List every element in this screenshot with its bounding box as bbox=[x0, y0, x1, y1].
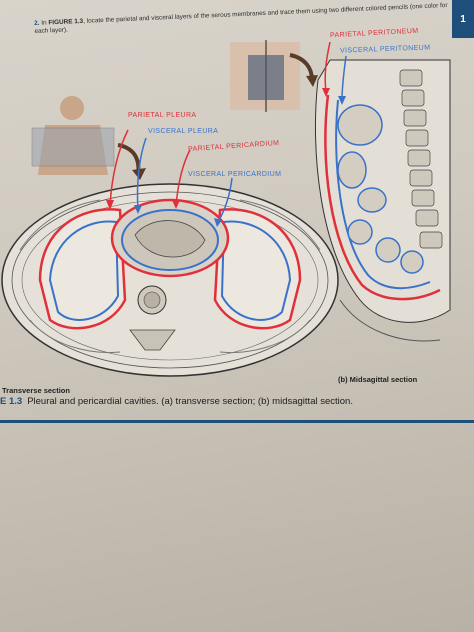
caption-transverse: Transverse section bbox=[2, 386, 70, 395]
chapter-tab: 1 bbox=[452, 0, 474, 38]
torso-thumbnail-left bbox=[31, 96, 146, 180]
label-visceral-pleura: VISCERAL PLEURA bbox=[148, 128, 219, 135]
figure-number: E 1.3 bbox=[0, 396, 23, 407]
caption-midsagittal: (b) Midsagittal section bbox=[338, 375, 418, 384]
label-parietal-pleura: PARIETAL PLEURA bbox=[128, 112, 197, 119]
figure-caption-text: Pleural and pericardial cavities. (a) tr… bbox=[27, 396, 353, 407]
transverse-section bbox=[1, 183, 339, 377]
figure-caption: E 1.3 Pleural and pericardial cavities. … bbox=[0, 396, 420, 407]
caption-rule bbox=[0, 420, 474, 423]
midsagittal-section bbox=[314, 59, 451, 342]
leader-lines bbox=[106, 41, 347, 227]
label-visceral-pericardium: VISCERAL PERICARDIUM bbox=[188, 171, 282, 178]
torso-thumbnail-right bbox=[230, 40, 318, 112]
